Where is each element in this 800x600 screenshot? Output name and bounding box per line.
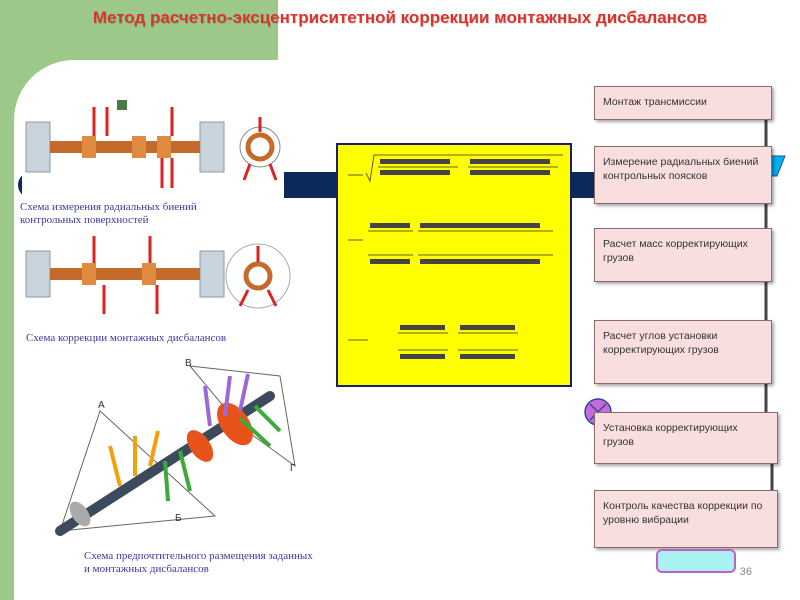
flow-step-transmission-assembly: Монтаж трансмиссии: [594, 86, 772, 120]
flow-step-mass-calculation: Расчет масс корректирующих грузов: [594, 228, 772, 282]
flow-step-angle-calculation: Расчет углов установки корректирующих гр…: [594, 320, 772, 384]
flow-step-runout-measurement: Измерение радиальных биений контрольных …: [594, 146, 772, 204]
flow-step-quality-control: Контроль качества коррекции по уровню ви…: [594, 490, 778, 548]
page-number: 36: [740, 566, 752, 578]
flow-terminator: [656, 549, 736, 573]
flow-step-weight-installation: Установка корректирующих грузов: [594, 412, 778, 464]
